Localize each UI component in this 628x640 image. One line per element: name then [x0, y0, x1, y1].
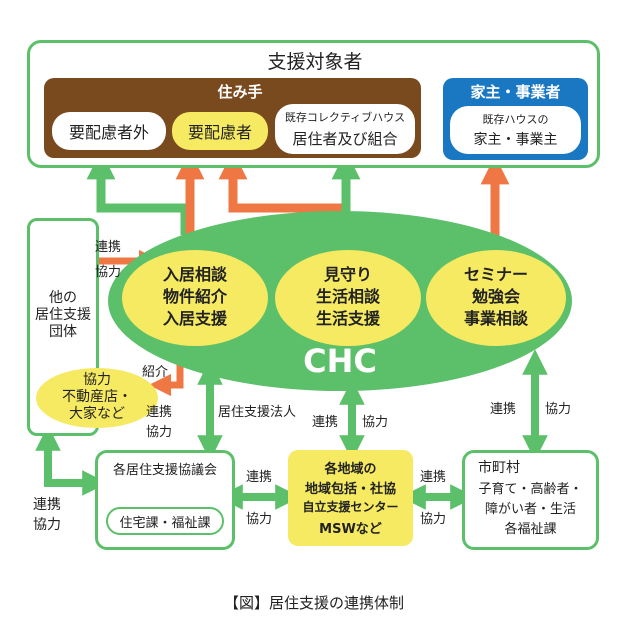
chc-service-2-line-1: 見守り — [323, 265, 372, 284]
owners-title: 家主・事業者 — [470, 82, 561, 101]
arrow-to-non-vulnerable — [86, 150, 190, 235]
regional-node: 各地域の 地域包括・社協 自立支援センター MSWなど — [288, 450, 413, 546]
regional-line-3: 自立支援センター — [302, 500, 399, 514]
link-label-shoukai: 紹介 — [142, 365, 169, 380]
city-line-3: 各福祉課 — [504, 522, 557, 537]
chc-service-3-line-2: 勉強会 — [471, 287, 520, 306]
realtors-node: 協力 不動産店・ 大家など — [36, 368, 158, 428]
realtors-line-2: 不動産店・ — [62, 389, 132, 405]
link-label-kyoryoku-2: 協力 — [146, 425, 173, 440]
owners-sub-top: 既存ハウスの — [482, 113, 549, 126]
regional-line-4: MSWなど — [319, 522, 382, 537]
city-title: 市町村 — [478, 460, 520, 476]
collective-bottom: 居住者及び組合 — [292, 130, 398, 148]
link-label-kyoryoku-6: 協力 — [420, 512, 447, 527]
collective-top: 既存コレクティブハウス — [284, 111, 406, 124]
resident-non-vulnerable: 要配慮者外 — [52, 112, 166, 150]
realtors-line-3: 大家など — [69, 406, 125, 422]
figure-caption: 【図】居住支援の連携体制 — [223, 593, 404, 612]
link-label-kyoryoku-5: 協力 — [246, 512, 273, 527]
target-title: 支援対象者 — [267, 50, 363, 73]
councils-title: 各居住支援協議会 — [112, 463, 217, 478]
chc-service-1-line-1: 入居相談 — [162, 265, 227, 284]
other-groups-line-3: 団体 — [49, 324, 77, 340]
link-label-kyoryoku-7: 協力 — [33, 517, 61, 533]
chc-service-2-line-2: 生活相談 — [315, 287, 380, 306]
link-label-kyoju-houjin: 居住支援法人 — [218, 405, 297, 420]
link-label-renkei-5: 連携 — [246, 470, 273, 485]
chc-service-1-line-2: 物件紹介 — [162, 287, 227, 306]
city-box — [462, 450, 599, 550]
other-groups-line-2: 居住支援 — [35, 307, 91, 323]
chc-service-1-line-3: 入居支援 — [162, 309, 227, 328]
collective-node: 既存コレクティブハウス 居住者及び組合 — [275, 104, 415, 154]
chc-label: CHC — [303, 342, 377, 380]
arrow-groups-councils — [35, 425, 108, 496]
regional-line-2: 地域包括・社協 — [304, 482, 396, 497]
link-label-kyoryoku-4: 協力 — [545, 402, 572, 417]
city-line-2: 障がい者・生活 — [484, 502, 576, 517]
link-label-renkei-2: 連携 — [146, 405, 173, 420]
chc-service-1: 入居相談 物件紹介 入居支援 — [122, 250, 268, 346]
link-label-renkei-1: 連携 — [95, 240, 122, 255]
link-label-renkei-3: 連携 — [312, 415, 339, 430]
realtors-line-1: 協力 — [83, 372, 111, 388]
resident-vulnerable: 要配慮者 — [172, 112, 268, 150]
other-groups-line-1: 他の — [49, 290, 77, 306]
regional-line-1: 各地域の — [324, 462, 377, 477]
link-label-renkei-4: 連携 — [490, 402, 517, 417]
chc-service-2: 見守り 生活相談 生活支援 — [275, 250, 421, 346]
link-label-renkei-6: 連携 — [420, 470, 447, 485]
chc-service-2-line-3: 生活支援 — [315, 309, 380, 328]
councils-sub: 住宅課・福祉課 — [106, 507, 224, 535]
link-label-renkei-7: 連携 — [33, 497, 61, 513]
owners-sub-bottom: 家主・事業主 — [473, 132, 558, 148]
chc-service-3-line-3: 事業相談 — [463, 309, 528, 328]
residents-title: 住み手 — [217, 82, 263, 101]
chc-service-3-line-1: セミナー — [463, 265, 528, 284]
link-label-kyoryoku-3: 協力 — [362, 415, 389, 430]
chc-service-3: セミナー 勉強会 事業相談 — [426, 250, 566, 346]
owners-node: 既存ハウスの 家主・事業主 — [450, 106, 581, 154]
city-line-1: 子育て・高齢者・ — [478, 482, 583, 497]
link-label-kyoryoku-1: 協力 — [95, 265, 122, 280]
